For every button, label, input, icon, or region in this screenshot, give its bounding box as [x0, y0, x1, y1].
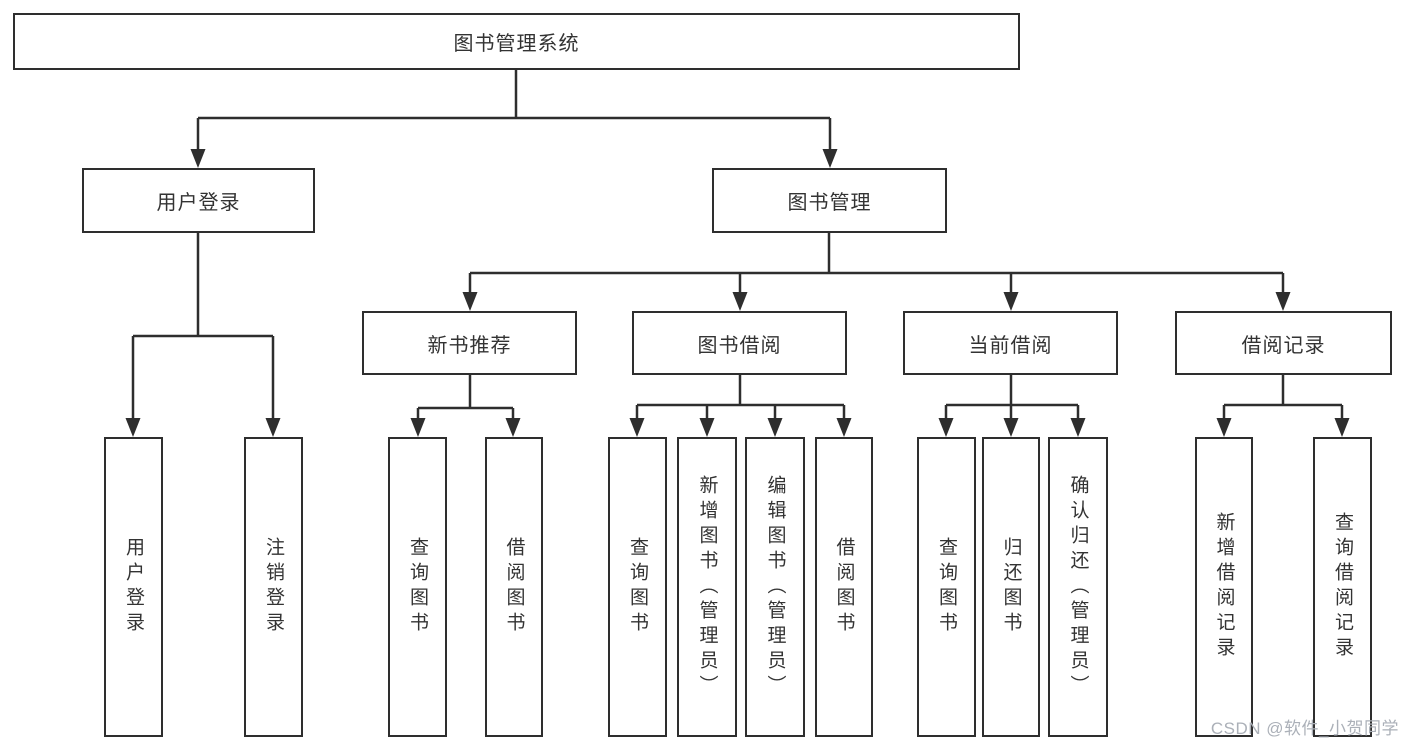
- node-leaf-query-books-1: 查询图书: [388, 437, 447, 737]
- arrow-down-icon: [836, 418, 852, 437]
- arrow-down-icon: [767, 418, 783, 437]
- arrow-down-icon: [505, 418, 521, 437]
- node-borrowing-records: 借阅记录: [1175, 311, 1392, 375]
- node-leaf-add-books-admin: 新增图书（管理员）: [677, 437, 737, 737]
- node-leaf-add-borrow-record: 新增借阅记录: [1195, 437, 1253, 737]
- node-current-borrowing: 当前借阅: [903, 311, 1118, 375]
- node-leaf-edit-books-admin: 编辑图书（管理员）: [745, 437, 805, 737]
- arrow-down-icon: [1216, 418, 1232, 437]
- arrow-down-icon: [125, 418, 141, 437]
- node-leaf-query-borrow-record: 查询借阅记录: [1313, 437, 1372, 737]
- node-book-borrowing: 图书借阅: [632, 311, 847, 375]
- arrow-down-icon: [462, 292, 478, 311]
- node-leaf-return-books: 归还图书: [982, 437, 1040, 737]
- arrow-down-icon: [822, 149, 838, 168]
- node-new-book-recommend: 新书推荐: [362, 311, 577, 375]
- node-leaf-user-login: 用户登录: [104, 437, 163, 737]
- node-leaf-query-books-3: 查询图书: [917, 437, 976, 737]
- node-leaf-confirm-return-admin: 确认归还（管理员）: [1048, 437, 1108, 737]
- arrow-down-icon: [410, 418, 426, 437]
- arrow-down-icon: [265, 418, 281, 437]
- arrow-down-icon: [1070, 418, 1086, 437]
- node-user-login: 用户登录: [82, 168, 315, 233]
- arrow-down-icon: [1275, 292, 1291, 311]
- node-leaf-query-books-2: 查询图书: [608, 437, 667, 737]
- node-leaf-logout: 注销登录: [244, 437, 303, 737]
- arrow-down-icon: [938, 418, 954, 437]
- node-leaf-borrow-books-2: 借阅图书: [815, 437, 873, 737]
- node-leaf-borrow-books-1: 借阅图书: [485, 437, 543, 737]
- node-root: 图书管理系统: [13, 13, 1020, 70]
- arrow-down-icon: [1003, 418, 1019, 437]
- arrow-down-icon: [699, 418, 715, 437]
- arrow-down-icon: [629, 418, 645, 437]
- arrow-down-icon: [732, 292, 748, 311]
- arrow-down-icon: [1003, 292, 1019, 311]
- arrow-down-icon: [190, 149, 206, 168]
- arrow-down-icon: [1334, 418, 1350, 437]
- node-book-management: 图书管理: [712, 168, 947, 233]
